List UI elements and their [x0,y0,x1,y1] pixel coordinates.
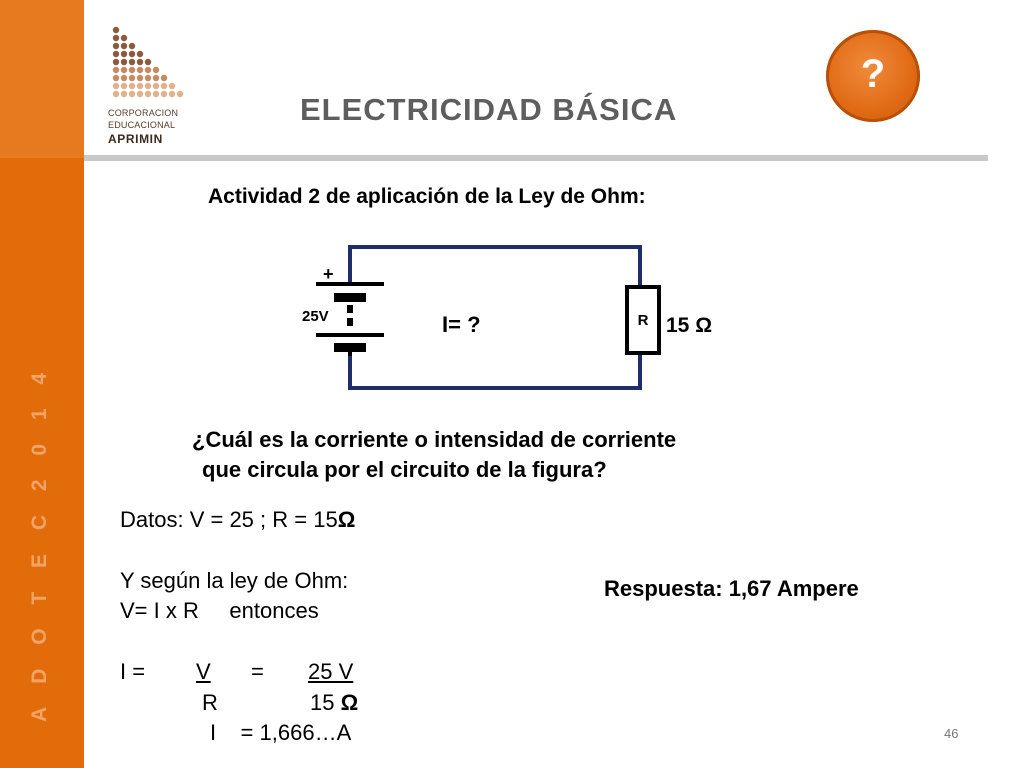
calc-denominator-r: R [202,690,218,715]
calc-den-number: 15 [310,690,335,715]
logo-text-line2: EDUCACIONAL [108,120,176,130]
left-sidebar-header [0,0,84,158]
ohm-law-formula: V= I x R entonces [120,598,319,623]
question-text: ¿Cuál es la corriente o intensidad de co… [192,425,676,485]
resistor-label: R [638,312,649,329]
battery-voltage-label: 25V [302,308,329,325]
current-label: I= ? [442,312,481,337]
page-title: ELECTRICIDAD BÁSICA [300,92,678,127]
logo-dots-icon [112,26,184,98]
ohm-law-intro: Y según la ley de Ohm: [120,568,349,593]
help-button[interactable]: ? [826,30,920,122]
circuit-diagram: R + 25V I= ? 15 Ω [302,245,712,390]
header-divider [84,155,988,161]
resistance-label: 15 Ω [666,314,712,337]
calc-denominator-value: 15 Ω [310,688,358,718]
page-number: 46 [944,726,959,741]
sidebar-vertical-text: A D O T E C 2 0 1 4 [28,363,51,722]
question-mark-icon: ? [860,52,886,96]
activity-title: Actividad 2 de aplicación de la Ley de O… [208,185,646,208]
aprimin-logo: CORPORACION EDUCACIONAL APRIMIN [108,24,208,149]
logo-text-line3: APRIMIN [108,132,163,146]
ohm-symbol: Ω [337,507,356,532]
calc-result: I = 1,666…A [210,720,352,745]
resistor-symbol [625,285,661,355]
question-line1: ¿Cuál es la corriente o intensidad de co… [192,427,677,452]
calc-equals: = [251,659,264,684]
battery-symbol [316,282,384,356]
calc-den-ohm-symbol: Ω [340,690,359,715]
plus-sign: + [323,264,334,284]
circuit-wires [348,245,642,390]
datos-line: Datos: V = 25 ; R = 15Ω [120,505,355,535]
calc-numerator-value: 25 V [308,659,354,684]
calc-numerator-v: V [196,659,211,684]
logo-text-line1: CORPORACION [108,108,179,118]
datos-text: Datos: V = 25 ; R = 15 [120,507,338,532]
calc-i-label: I = [120,659,146,684]
question-line2: que circula por el circuito de la figura… [202,457,607,482]
answer-text: Respuesta: 1,67 Ampere [604,576,859,601]
